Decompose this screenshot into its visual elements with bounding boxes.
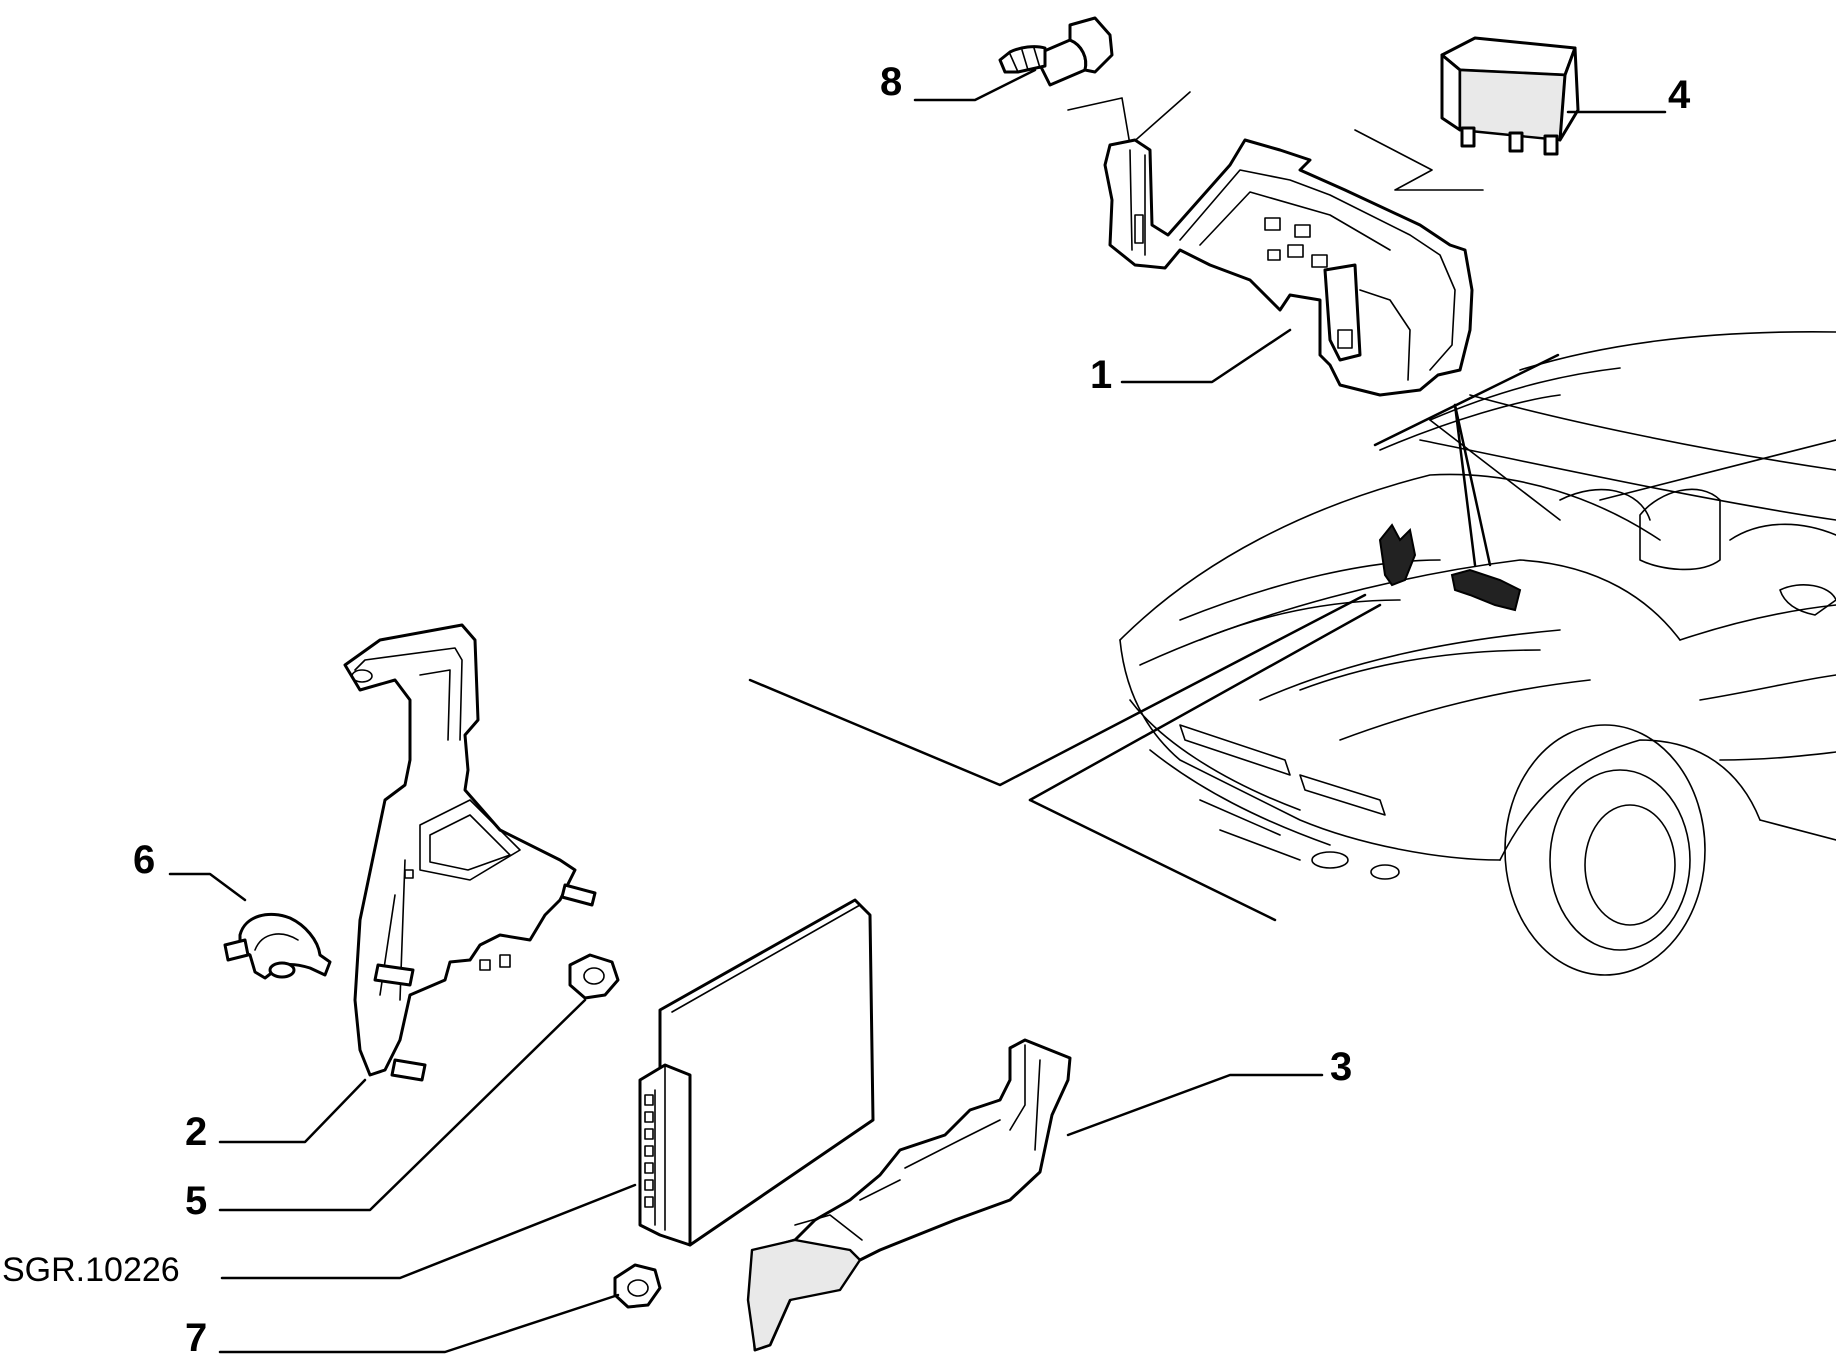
- callout-1: 1: [1090, 353, 1112, 397]
- part-8-screw: [998, 16, 1114, 87]
- part-1-bracket: [1103, 138, 1474, 397]
- leader-2: [218, 1078, 367, 1144]
- break-mark-8: [1067, 91, 1191, 146]
- part-3-cover: [746, 1038, 1072, 1352]
- leader-8: [913, 68, 1037, 102]
- ecu-module: [638, 898, 875, 1247]
- leader-5: [218, 998, 587, 1212]
- part-6-clip: [223, 912, 332, 980]
- callout-7: 7: [185, 1316, 207, 1356]
- part-2-bracket: [343, 623, 597, 1082]
- leader-6: [168, 872, 247, 902]
- leader-1: [1120, 328, 1292, 384]
- callout-3: 3: [1330, 1045, 1352, 1089]
- callout-4: 4: [1668, 73, 1691, 117]
- ecu-connector: [644, 1094, 654, 1208]
- leader-7: [218, 1293, 620, 1354]
- callout-8: 8: [880, 60, 902, 104]
- part-7-nut: [613, 1263, 662, 1309]
- part-5-nut: [568, 953, 620, 1000]
- callout-5: 5: [185, 1179, 207, 1223]
- part-4-relay: [1440, 36, 1580, 156]
- car-illustration: [1119, 331, 1836, 976]
- leader-3: [1066, 1073, 1324, 1137]
- break-mark-4: [1354, 129, 1484, 191]
- leader-ref: [220, 1183, 637, 1280]
- leader-lines: [168, 68, 1667, 1354]
- part-reference-code: SGR.10226: [2, 1251, 180, 1289]
- leader-lines-car: [748, 353, 1560, 922]
- callout-2: 2: [185, 1110, 207, 1154]
- callout-6: 6: [133, 838, 155, 882]
